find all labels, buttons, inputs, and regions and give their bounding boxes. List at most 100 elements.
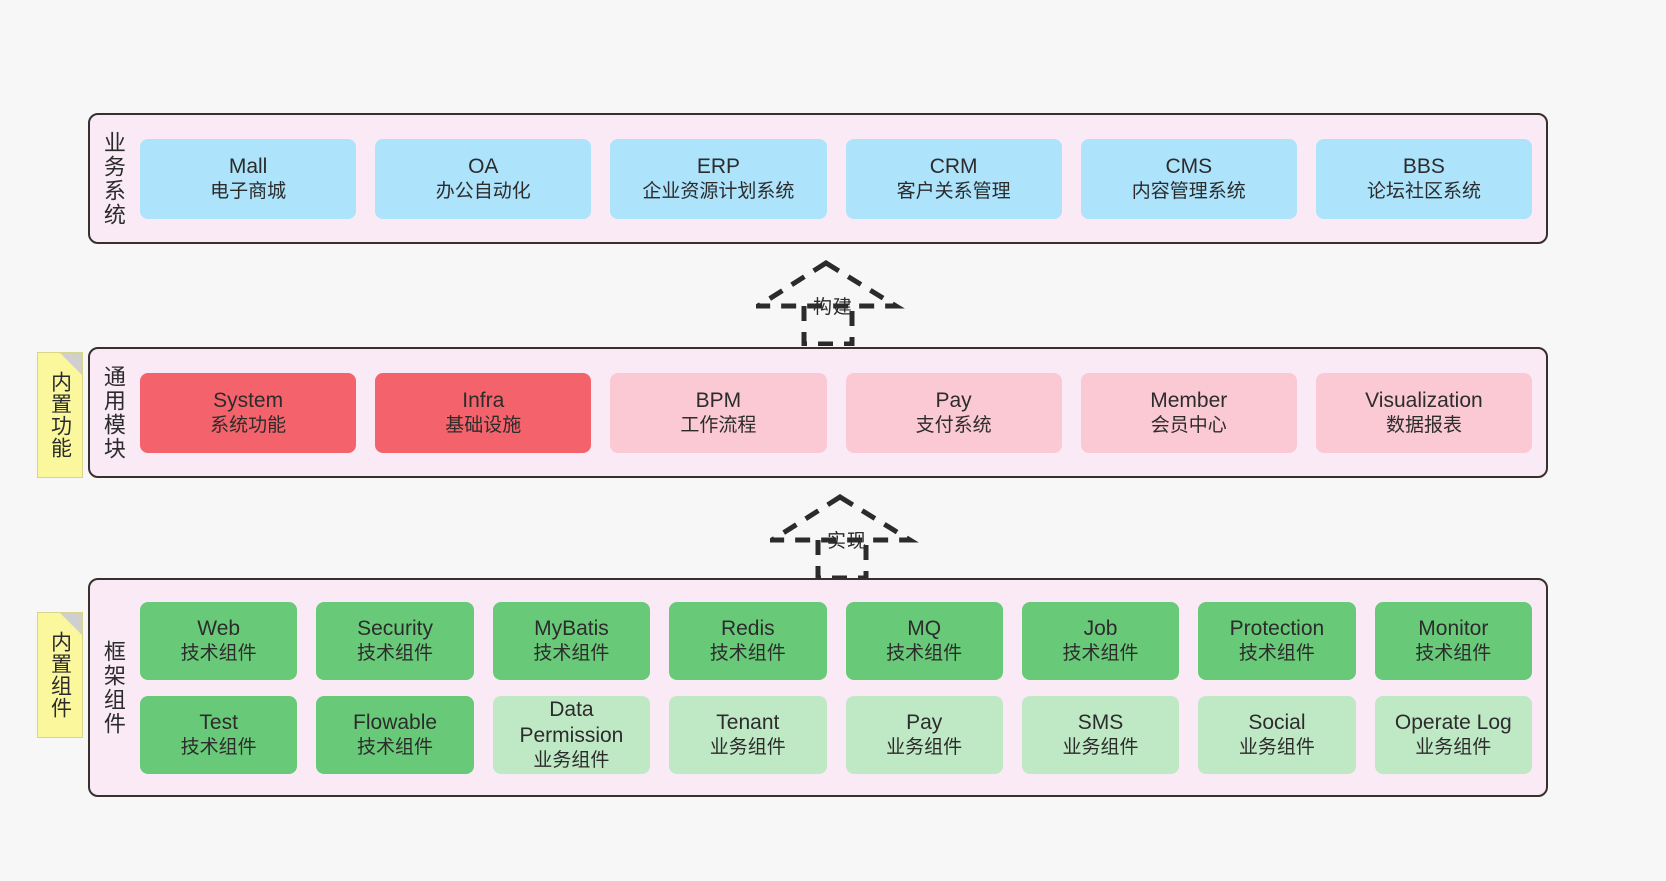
card-visualization[interactable]: Visualization 数据报表 (1315, 372, 1533, 453)
card-subtitle: 技术组件 (357, 642, 434, 664)
card-subtitle: 数据报表 (1385, 414, 1462, 436)
layer-title-framework: 框架组件 (100, 639, 126, 736)
card-title: MQ (907, 617, 942, 641)
card-title: Test (199, 711, 238, 735)
card-title: Security (357, 617, 433, 641)
card-title: Visualization (1365, 389, 1483, 413)
card-subtitle: 电子商城 (210, 180, 287, 202)
note-builtin-function: 内置功能 (37, 352, 83, 478)
card-title: OA (468, 155, 499, 179)
layer-title-common: 通用模块 (100, 364, 126, 461)
card-crm[interactable]: CRM 客户关系管理 (845, 138, 1062, 219)
card-subtitle: 系统功能 (210, 414, 287, 436)
card-title: Protection (1229, 617, 1325, 641)
card-title: BPM (695, 389, 742, 413)
card-subtitle: 客户关系管理 (896, 180, 1011, 202)
card-protection[interactable]: Protection 技术组件 (1198, 601, 1356, 680)
card-pay-component[interactable]: Pay 业务组件 (845, 695, 1003, 774)
card-subtitle: 技术组件 (886, 642, 963, 664)
card-title: MyBatis (534, 617, 609, 641)
card-title: CRM (929, 155, 978, 179)
card-subtitle: 技术组件 (1062, 642, 1139, 664)
card-title: Infra (462, 389, 505, 413)
card-title: Operate Log (1394, 711, 1512, 735)
card-subtitle: 技术组件 (1415, 642, 1492, 664)
card-redis[interactable]: Redis 技术组件 (669, 601, 827, 680)
card-title-line2: Permission (519, 723, 624, 747)
card-sms[interactable]: SMS 业务组件 (1021, 695, 1180, 774)
layer-business-system: 业务系统 Mall 电子商城 OA 办公自动化 ERP 企业资源计划系统 CRM… (88, 113, 1548, 244)
layer-common-module: 通用模块 System 系统功能 Infra 基础设施 BPM 工作流程 Pay… (88, 347, 1548, 478)
card-title: CMS (1165, 155, 1213, 179)
card-subtitle: 业务组件 (886, 736, 963, 758)
card-title: Web (197, 617, 241, 641)
card-operate-log[interactable]: Operate Log 业务组件 (1374, 695, 1532, 774)
card-subtitle: 会员中心 (1150, 414, 1227, 436)
card-subtitle: 支付系统 (915, 414, 992, 436)
card-row: Web 技术组件 Security 技术组件 MyBatis 技术组件 Redi… (140, 601, 1532, 680)
card-tenant[interactable]: Tenant 业务组件 (669, 695, 827, 774)
card-monitor[interactable]: Monitor 技术组件 (1374, 601, 1532, 680)
card-subtitle: 技术组件 (533, 642, 610, 664)
card-title: Tenant (716, 711, 780, 735)
card-title: Flowable (353, 711, 438, 735)
card-security[interactable]: Security 技术组件 (316, 601, 474, 680)
card-subtitle: 技术组件 (1238, 642, 1315, 664)
card-title: Pay (935, 389, 972, 413)
card-title: Pay (906, 711, 943, 735)
card-subtitle: 技术组件 (180, 642, 257, 664)
card-subtitle: 业务组件 (533, 749, 610, 771)
card-title: Member (1150, 389, 1228, 413)
card-title: Monitor (1418, 617, 1489, 641)
card-erp[interactable]: ERP 企业资源计划系统 (610, 138, 827, 219)
card-title: Job (1083, 617, 1118, 641)
card-bpm[interactable]: BPM 工作流程 (610, 372, 827, 453)
connector-build-label: 构建 (813, 297, 854, 318)
card-flowable[interactable]: Flowable 技术组件 (316, 695, 474, 774)
card-bbs[interactable]: BBS 论坛社区系统 (1315, 138, 1533, 219)
card-test[interactable]: Test 技术组件 (140, 695, 298, 774)
card-mybatis[interactable]: MyBatis 技术组件 (492, 601, 651, 680)
card-subtitle: 技术组件 (357, 736, 434, 758)
card-subtitle: 业务组件 (1415, 736, 1492, 758)
card-mall[interactable]: Mall 电子商城 (140, 138, 357, 219)
layer-framework-component: 框架组件 Web 技术组件 Security 技术组件 MyBatis 技术组件… (88, 578, 1548, 797)
card-web[interactable]: Web 技术组件 (140, 601, 298, 680)
card-subtitle: 工作流程 (680, 414, 757, 436)
card-subtitle: 内容管理系统 (1131, 180, 1246, 202)
card-title: BBS (1402, 155, 1445, 179)
card-cms[interactable]: CMS 内容管理系统 (1080, 138, 1297, 219)
layer-body-common: System 系统功能 Infra 基础设施 BPM 工作流程 Pay 支付系统… (136, 349, 1546, 476)
card-social[interactable]: Social 业务组件 (1198, 695, 1356, 774)
card-subtitle: 业务组件 (709, 736, 786, 758)
connector-build-arrow (756, 260, 905, 346)
card-mq[interactable]: MQ 技术组件 (845, 601, 1003, 680)
card-pay-module[interactable]: Pay 支付系统 (845, 372, 1062, 453)
card-title: Social (1248, 711, 1306, 735)
note-builtin-component: 内置组件 (37, 612, 83, 738)
layer-body-business: Mall 电子商城 OA 办公自动化 ERP 企业资源计划系统 CRM 客户关系… (136, 115, 1546, 242)
layer-title-business: 业务系统 (100, 130, 126, 227)
card-subtitle: 业务组件 (1062, 736, 1139, 758)
card-title: System (213, 389, 284, 413)
card-subtitle: 论坛社区系统 (1366, 180, 1481, 202)
card-subtitle: 业务组件 (1238, 736, 1315, 758)
card-member[interactable]: Member 会员中心 (1080, 372, 1297, 453)
layer-body-framework: Web 技术组件 Security 技术组件 MyBatis 技术组件 Redi… (136, 580, 1546, 795)
card-system[interactable]: System 系统功能 (140, 372, 357, 453)
card-data-permission[interactable]: Data Permission 业务组件 (492, 695, 651, 774)
card-title: Data (549, 698, 594, 722)
card-title: ERP (696, 155, 741, 179)
connector-realize-label: 实现 (827, 531, 868, 552)
card-title: Redis (720, 617, 775, 641)
card-subtitle: 技术组件 (709, 642, 786, 664)
card-infra[interactable]: Infra 基础设施 (375, 372, 592, 453)
card-job[interactable]: Job 技术组件 (1021, 601, 1180, 680)
card-row: Test 技术组件 Flowable 技术组件 Data Permission … (140, 695, 1532, 774)
card-title: SMS (1077, 711, 1124, 735)
card-subtitle: 基础设施 (445, 414, 522, 436)
card-oa[interactable]: OA 办公自动化 (375, 138, 592, 219)
card-subtitle: 技术组件 (180, 736, 257, 758)
card-row: Mall 电子商城 OA 办公自动化 ERP 企业资源计划系统 CRM 客户关系… (140, 138, 1533, 219)
